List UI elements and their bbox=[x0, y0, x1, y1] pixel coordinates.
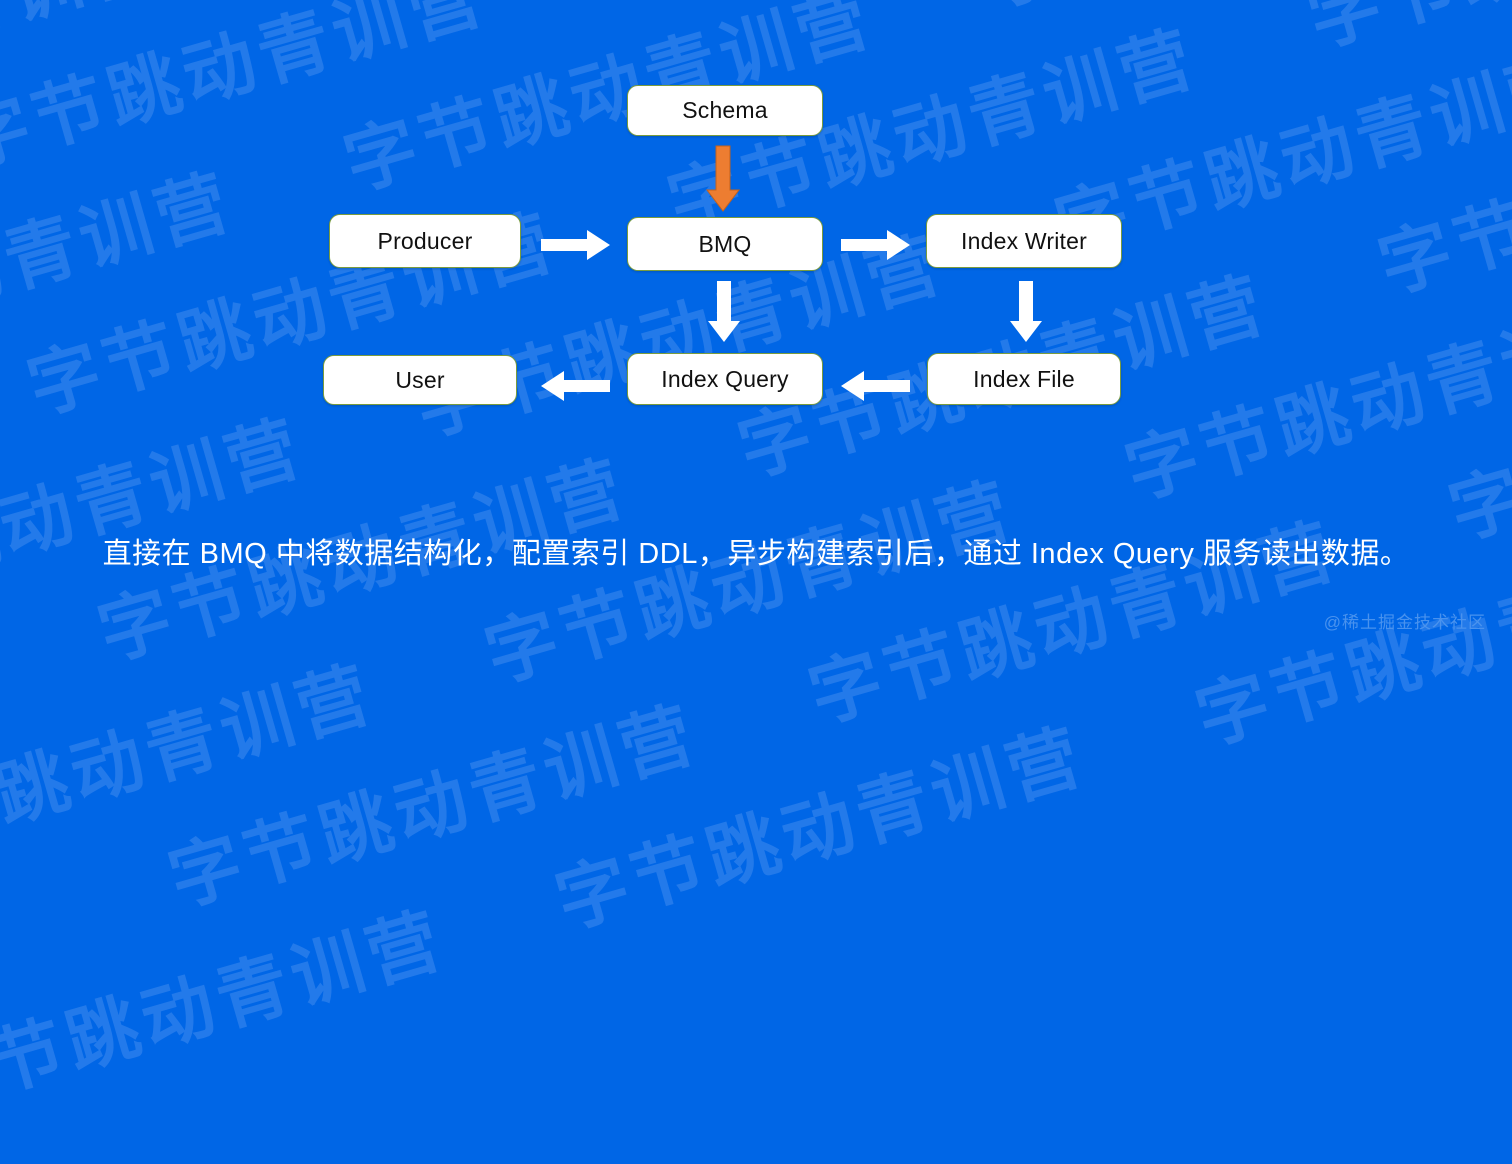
node-index-writer[interactable]: Index Writer bbox=[926, 214, 1122, 268]
watermark-text: 字节跳动青训营 bbox=[1258, 778, 1512, 1006]
node-index-file[interactable]: Index File bbox=[927, 353, 1121, 405]
arrow-producer-to-bmq-icon bbox=[541, 228, 611, 262]
arrow-bmq-to-index-writer-icon bbox=[841, 228, 911, 262]
node-user-label: User bbox=[395, 366, 445, 393]
node-index-query[interactable]: Index Query bbox=[627, 353, 823, 405]
watermark-text: 字节跳动青训营 bbox=[231, 939, 778, 1164]
node-bmq-label: BMQ bbox=[698, 230, 752, 257]
watermark-text: 字节跳动青训营 bbox=[160, 693, 708, 922]
watermark-text: 字节跳动青训营 bbox=[0, 653, 384, 881]
watermark-text: 字节跳动青训营 bbox=[547, 715, 1095, 944]
node-producer[interactable]: Producer bbox=[329, 214, 521, 268]
architecture-flowchart: Schema Producer BMQ Index Writer User In… bbox=[323, 85, 1122, 405]
node-schema-label: Schema bbox=[682, 97, 768, 123]
arrow-index-query-to-user-icon bbox=[540, 369, 610, 403]
caption-text: 直接在 BMQ 中将数据结构化，配置索引 DDL，异步构建索引后，通过 Inde… bbox=[102, 538, 1410, 570]
watermark-text: 字节跳动青训营 bbox=[0, 1146, 525, 1164]
node-index-writer-label: Index Writer bbox=[961, 227, 1087, 254]
node-index-query-label: Index Query bbox=[661, 365, 789, 392]
node-schema[interactable]: Schema bbox=[627, 85, 823, 136]
node-user[interactable]: User bbox=[323, 355, 517, 405]
node-index-file-label: Index File bbox=[973, 365, 1075, 392]
corner-watermark-text: @稀土掘金技术社区 bbox=[1323, 613, 1486, 632]
node-bmq[interactable]: BMQ bbox=[627, 217, 823, 271]
watermark-text: 字节跳动青训营 bbox=[871, 756, 1419, 984]
arrow-schema-to-bmq-icon bbox=[701, 145, 745, 212]
watermark-text: 字节跳动青训营 bbox=[0, 899, 455, 1127]
node-producer-label: Producer bbox=[377, 227, 473, 254]
arrow-index-file-to-index-query-icon bbox=[840, 369, 910, 403]
watermark-text: 字节跳动青训营 bbox=[618, 962, 1166, 1164]
arrow-bmq-to-index-query-icon bbox=[706, 281, 742, 343]
arrow-index-writer-to-index-file-icon bbox=[1008, 281, 1044, 343]
